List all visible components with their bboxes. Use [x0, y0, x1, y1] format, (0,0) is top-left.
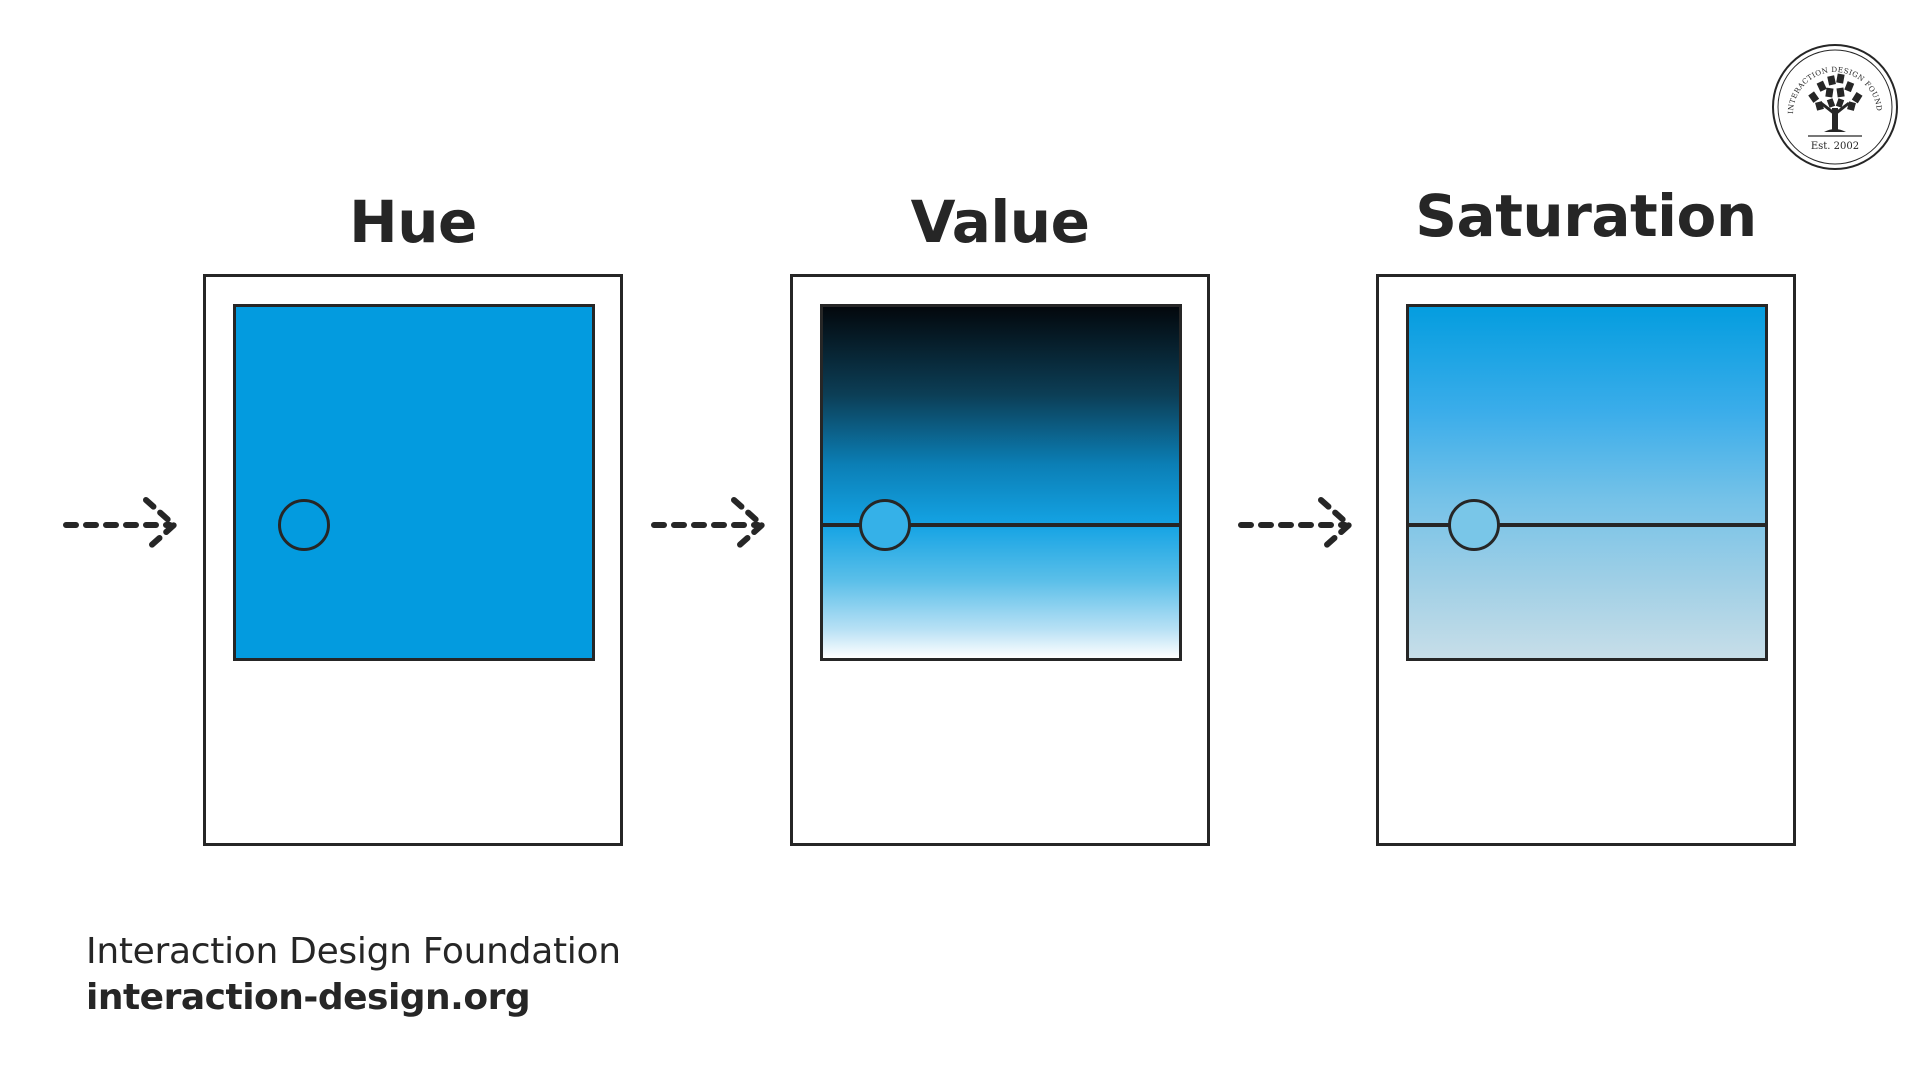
saturation-card	[1376, 274, 1796, 846]
value-title: Value	[910, 188, 1090, 256]
footer-url-link[interactable]: interaction-design.org	[86, 977, 531, 1018]
hue-title: Hue	[349, 188, 477, 256]
tree-of-books-icon	[1808, 73, 1863, 132]
hue-knob-icon[interactable]	[278, 499, 330, 551]
idf-logo: INTERACTION DESIGN FOUNDATION Est. 2002	[1770, 42, 1898, 170]
saturation-swatch	[1406, 304, 1768, 661]
dashed-arrow-right-icon	[63, 497, 179, 553]
hue-card	[203, 274, 623, 846]
value-swatch	[820, 304, 1182, 661]
logo-established: Est. 2002	[1811, 141, 1859, 152]
footer-organization: Interaction Design Foundation	[86, 931, 621, 972]
value-card	[790, 274, 1210, 846]
hue-swatch	[233, 304, 595, 661]
saturation-knob-icon[interactable]	[1448, 499, 1500, 551]
dashed-arrow-right-icon	[1238, 497, 1354, 553]
value-knob-icon[interactable]	[859, 499, 911, 551]
dashed-arrow-right-icon	[651, 497, 767, 553]
value-slider-track[interactable]	[823, 523, 1179, 527]
saturation-slider-track[interactable]	[1409, 523, 1765, 527]
saturation-title: Saturation	[1415, 182, 1757, 250]
